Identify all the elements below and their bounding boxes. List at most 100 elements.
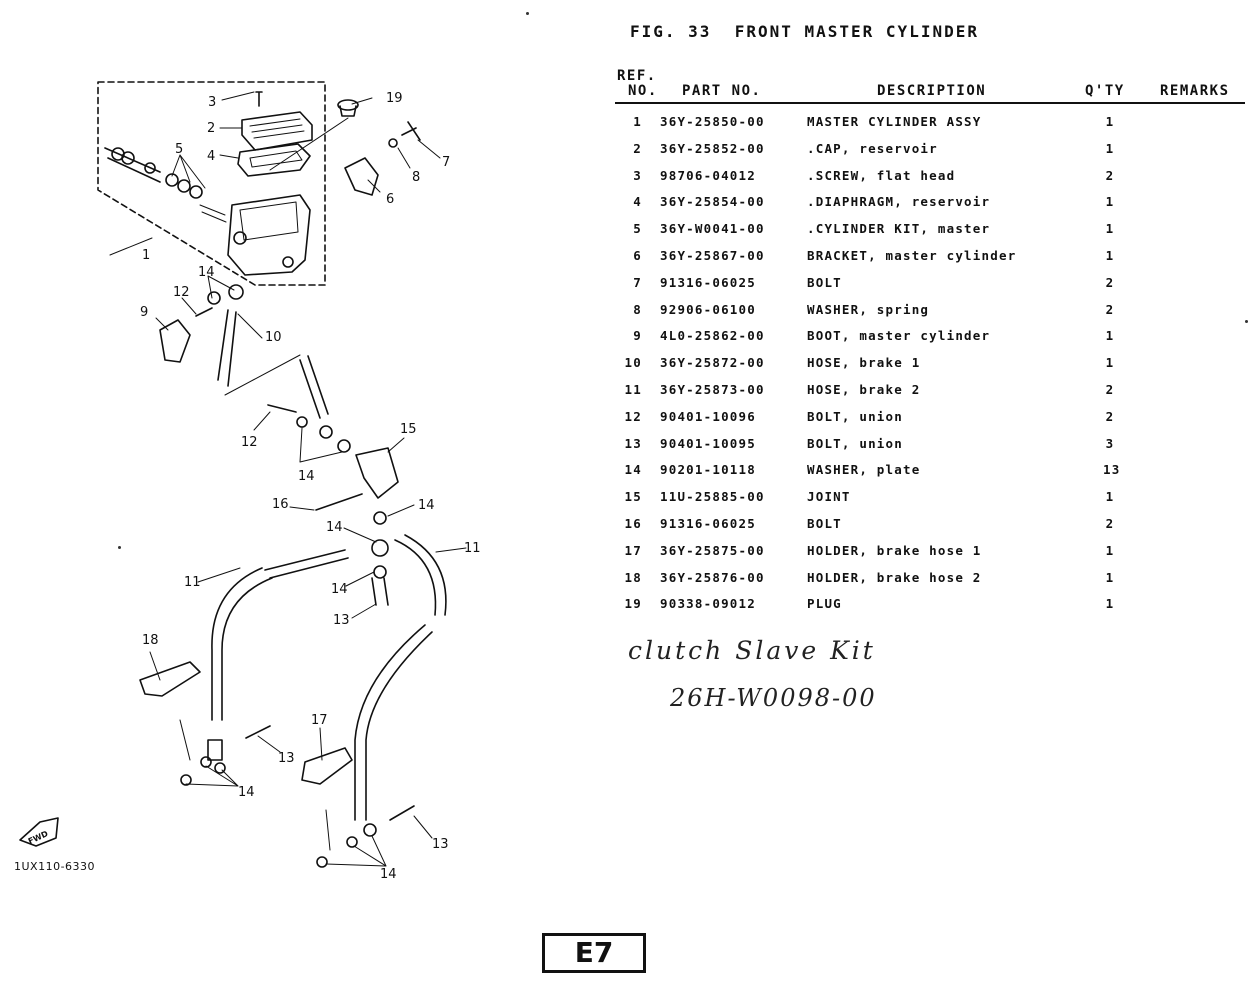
qty-cell: 1 — [1105, 569, 1115, 585]
description-cell: HOSE, brake 2 — [807, 381, 921, 397]
qty-cell: 1 — [1105, 542, 1115, 558]
description-cell: BRACKET, master cylinder — [807, 247, 1017, 263]
header-remarks: REMARKS — [1160, 83, 1230, 99]
qty-cell: 2 — [1105, 274, 1115, 290]
scan-speck — [1245, 320, 1248, 323]
part-no-cell: 36Y-25876-00 — [660, 569, 765, 585]
assembly-boundary — [97, 81, 326, 286]
callout-13: 13 — [333, 613, 350, 628]
callout-14: 14 — [331, 582, 348, 597]
ref-cell: 9 — [633, 328, 642, 344]
header-ref-line1: REF. — [617, 68, 657, 84]
master-cylinder-body — [227, 194, 311, 276]
description-cell: MASTER CYLINDER ASSY — [807, 114, 982, 129]
qty-cell: 1 — [1105, 194, 1115, 210]
diagram-code: 1UX110-6330 — [14, 860, 96, 873]
callout-4: 4 — [207, 149, 215, 164]
diaphragm — [237, 143, 311, 177]
description-cell: BOOT, master cylinder — [807, 328, 991, 344]
description-cell: BOLT — [807, 274, 842, 290]
ref-cell: 15 — [624, 489, 642, 505]
part-no-cell: 4L0-25862-00 — [660, 328, 765, 344]
part-no-cell: 91316-06025 — [660, 274, 756, 290]
brake-hose-2-right — [394, 534, 447, 616]
reservoir-cap — [241, 111, 313, 151]
scan-speck — [118, 546, 121, 549]
ref-cell: 13 — [624, 435, 642, 451]
callout-19: 19 — [386, 91, 403, 106]
part-no-cell: 36Y-25850-00 — [660, 114, 765, 129]
description-cell: HOLDER, brake hose 1 — [807, 542, 982, 558]
callout-14: 14 — [298, 469, 315, 484]
qty-cell: 1 — [1105, 328, 1115, 344]
ref-cell: 17 — [624, 542, 642, 558]
description-cell: .CAP, reservoir — [807, 140, 938, 156]
callout-14: 14 — [418, 498, 435, 513]
holder-17 — [301, 747, 353, 785]
header-description: DESCRIPTION — [877, 83, 987, 99]
ref-cell: 4 — [633, 194, 642, 210]
callout-13: 13 — [432, 837, 449, 852]
callout-13: 13 — [278, 751, 295, 766]
exploded-parts-diagram: 3 2 4 5 1 19 8 7 6 14 12 9 10 12 14 15 1… — [19, 81, 481, 882]
description-cell: BOLT, union — [807, 435, 903, 451]
callout-14: 14 — [198, 265, 215, 280]
ref-cell: 6 — [633, 247, 642, 263]
handwritten-note-line2: 26H-W0098-00 — [670, 684, 877, 712]
callout-14: 14 — [326, 520, 343, 535]
ref-cell: 8 — [633, 301, 642, 317]
callout-17: 17 — [311, 713, 328, 728]
part-no-cell: 92906-06100 — [660, 301, 756, 317]
part-no-cell: 36Y-25875-00 — [660, 542, 765, 558]
qty-cell: 2 — [1105, 167, 1115, 183]
qty-cell: 1 — [1105, 114, 1115, 129]
ref-cell: 12 — [624, 408, 642, 424]
callout-14: 14 — [238, 785, 255, 800]
figure-title: FIG. 33 FRONT MASTER CYLINDER — [630, 22, 979, 41]
ref-cell: 1 — [633, 114, 642, 129]
ref-cell: 14 — [624, 462, 642, 478]
ref-cell: 18 — [624, 569, 642, 585]
qty-cell: 1 — [1105, 247, 1115, 263]
callout-10: 10 — [265, 330, 282, 345]
ref-cell: 3 — [633, 167, 642, 183]
description-cell: JOINT — [807, 489, 851, 505]
callout-11: 11 — [464, 541, 481, 556]
ref-cell: 2 — [633, 140, 642, 156]
table-header: REF. NO. PART NO. DESCRIPTION Q'TY REMAR… — [615, 68, 1245, 104]
callout-14: 14 — [380, 867, 397, 882]
qty-cell: 1 — [1105, 140, 1115, 156]
description-cell: BOLT — [807, 515, 842, 531]
callout-5: 5 — [175, 142, 183, 157]
qty-cell: 3 — [1105, 435, 1115, 451]
description-cell: WASHER, spring — [807, 301, 930, 317]
part-no-cell: 90401-10096 — [660, 408, 756, 424]
table-row: 17 36Y-25875-00 HOLDER, brake hose 1 1 — [615, 537, 1245, 564]
ref-cell: 19 — [624, 596, 642, 612]
callout-6: 6 — [386, 192, 394, 207]
ref-cell: 16 — [624, 515, 642, 531]
description-cell: HOSE, brake 1 — [807, 355, 921, 371]
part-no-cell: 36Y-W0041-00 — [660, 221, 765, 237]
part-no-cell: 36Y-25873-00 — [660, 381, 765, 397]
joint — [355, 447, 399, 499]
table-row: 1 36Y-25850-00 MASTER CYLINDER ASSY 1 — [615, 108, 1245, 135]
qty-cell: 1 — [1105, 596, 1115, 612]
ref-cell: 11 — [624, 381, 642, 397]
description-cell: BOLT, union — [807, 408, 903, 424]
header-qty: Q'TY — [1085, 83, 1125, 99]
part-no-cell: 90338-09012 — [660, 596, 756, 612]
callout-2: 2 — [207, 121, 215, 136]
callout-16: 16 — [272, 497, 289, 512]
